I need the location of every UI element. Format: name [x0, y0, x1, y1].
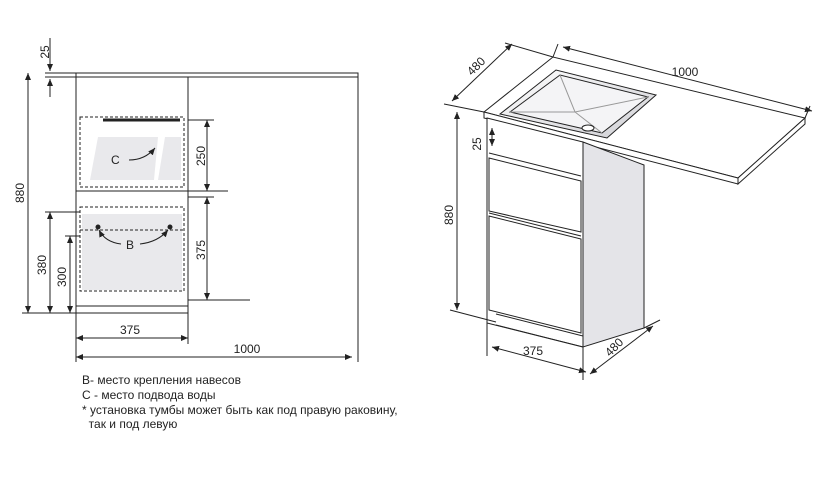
cabinet-side-iso — [582, 141, 645, 348]
tap-hole — [581, 124, 595, 132]
iso-view — [443, 42, 813, 380]
upper-drawer-frame — [79, 116, 185, 188]
dim-top-25: 25 — [38, 45, 52, 59]
dim-width-375: 375 — [120, 323, 140, 337]
legend-note-1: * установка тумбы может быть как под пра… — [82, 403, 398, 417]
legend-b: B- место крепления навесов — [82, 373, 241, 387]
dim-width-1000: 1000 — [234, 342, 261, 356]
iso-dim-1000: 1000 — [672, 65, 699, 79]
countertop-front — [75, 72, 359, 78]
lower-drawer-frame — [79, 206, 185, 292]
iso-dim-480-top: 480 — [464, 54, 488, 78]
dim-h-300: 300 — [55, 267, 69, 287]
legend-note-2: так и под левую — [82, 417, 178, 431]
front-view — [22, 38, 359, 362]
label-c: C — [111, 153, 120, 167]
hanging-point-left — [95, 224, 101, 230]
dim-drawer-250: 250 — [194, 146, 208, 166]
water-supply-panel — [90, 137, 158, 180]
iso-dim-25: 25 — [470, 137, 484, 151]
iso-dim-880: 880 — [442, 205, 456, 225]
iso-dim-375: 375 — [523, 344, 543, 358]
legend-c: C - место подвода воды — [82, 388, 216, 402]
dim-height-880: 880 — [13, 183, 27, 203]
hanging-point-right — [167, 224, 173, 230]
label-b: B — [126, 238, 134, 252]
dim-h-380: 380 — [35, 255, 49, 275]
dim-drawer-375: 375 — [194, 240, 208, 260]
